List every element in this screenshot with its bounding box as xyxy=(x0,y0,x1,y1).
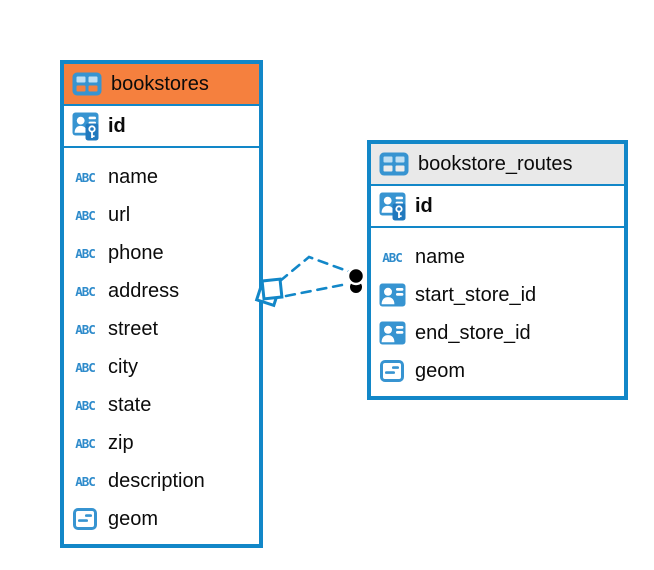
column-name: state xyxy=(108,393,152,416)
text-type-icon: ABC xyxy=(75,397,96,413)
text-type-icon: ABC xyxy=(75,359,96,375)
column-name: address xyxy=(108,279,180,302)
column-name: phone xyxy=(108,241,164,264)
text-type-icon: ABC xyxy=(75,473,96,489)
column-row-name[interactable]: ABC name xyxy=(64,158,259,196)
text-type-icon: ABC xyxy=(75,245,96,261)
column-name: description xyxy=(108,469,205,492)
column-name: end_store_id xyxy=(415,321,531,344)
column-name: geom xyxy=(415,359,466,382)
pk-row-routes-id[interactable]: id xyxy=(371,186,624,228)
column-name: city xyxy=(108,355,138,378)
column-row-geom[interactable]: geom xyxy=(371,352,624,390)
column-row-start-store-id[interactable]: start_store_id xyxy=(371,276,624,314)
column-row-end-store-id[interactable]: end_store_id xyxy=(371,314,624,352)
column-row-zip[interactable]: ABC zip xyxy=(64,424,259,462)
column-row-city[interactable]: ABC city xyxy=(64,348,259,386)
table-header-bookstores[interactable]: bookstores xyxy=(64,64,259,106)
column-name: url xyxy=(108,203,131,226)
column-name: street xyxy=(108,317,159,340)
pk-column-name: id xyxy=(415,194,433,217)
table-icon xyxy=(72,72,102,96)
column-name: geom xyxy=(108,507,159,530)
table-name: bookstore_routes xyxy=(418,152,573,175)
relation-line-lower[interactable] xyxy=(284,282,349,298)
column-list-bookstores: ABC name ABC url ABC phone ABC address A… xyxy=(64,148,259,540)
text-type-icon: ABC xyxy=(75,169,96,185)
column-row-phone[interactable]: ABC phone xyxy=(64,234,259,272)
column-row-street[interactable]: ABC street xyxy=(64,310,259,348)
entity-table-bookstores[interactable]: bookstores id ABC xyxy=(60,60,263,548)
text-type-icon: ABC xyxy=(382,249,403,265)
geometry-type-icon xyxy=(71,508,99,530)
primary-key-icon xyxy=(378,192,406,221)
reference-person-icon xyxy=(378,283,406,307)
text-type-icon: ABC xyxy=(75,283,96,299)
table-icon xyxy=(379,152,409,176)
column-name: name xyxy=(108,165,159,188)
geometry-type-icon xyxy=(378,360,406,382)
table-name: bookstores xyxy=(111,72,209,95)
column-name: name xyxy=(415,245,466,268)
table-header-bookstore-routes[interactable]: bookstore_routes xyxy=(371,144,624,186)
relation-line-upper[interactable] xyxy=(278,255,352,283)
column-row-state[interactable]: ABC state xyxy=(64,386,259,424)
column-row-address[interactable]: ABC address xyxy=(64,272,259,310)
column-row-description[interactable]: ABC description xyxy=(64,462,259,500)
column-name: zip xyxy=(108,431,134,454)
primary-key-icon xyxy=(71,112,99,141)
column-row-name[interactable]: ABC name xyxy=(371,238,624,276)
column-row-geom[interactable]: geom xyxy=(64,500,259,538)
text-type-icon: ABC xyxy=(75,207,96,223)
column-row-url[interactable]: ABC url xyxy=(64,196,259,234)
relation-dot-endpoints[interactable] xyxy=(346,266,366,295)
pk-row-bookstores-id[interactable]: id xyxy=(64,106,259,148)
reference-person-icon xyxy=(378,321,406,345)
text-type-icon: ABC xyxy=(75,435,96,451)
column-name: start_store_id xyxy=(415,283,537,306)
entity-table-bookstore-routes[interactable]: bookstore_routes id ABC xyxy=(367,140,628,400)
text-type-icon: ABC xyxy=(75,321,96,337)
column-list-bookstore-routes: ABC name start_store_id xyxy=(371,228,624,392)
pk-column-name: id xyxy=(108,114,126,137)
